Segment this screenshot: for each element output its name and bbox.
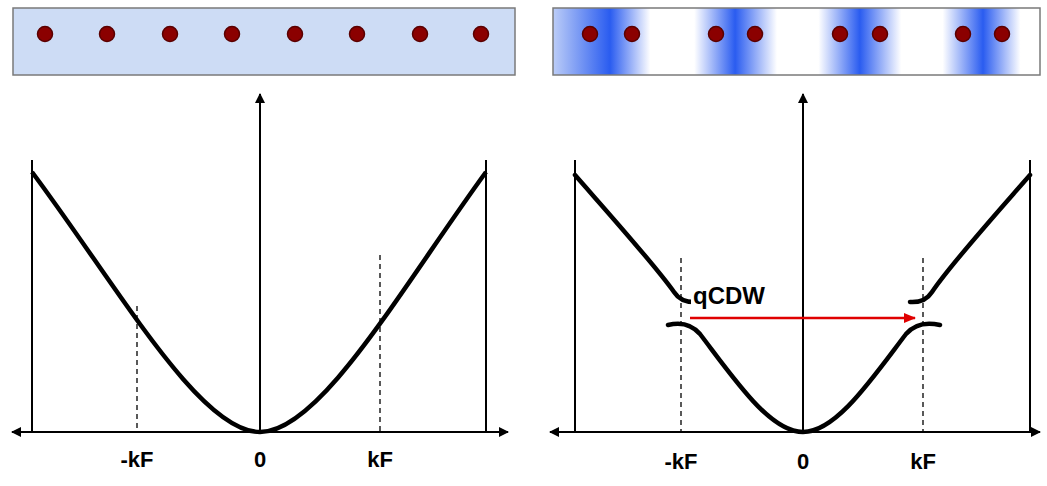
axis-label: kF	[367, 449, 393, 471]
axis-label: -kF	[665, 451, 698, 473]
axis-label: -kF	[121, 449, 154, 471]
axis-label: kF	[910, 451, 936, 473]
axis-label: 0	[254, 449, 266, 471]
axis-label: 0	[797, 451, 809, 473]
wavevector-label: qCDW	[691, 284, 767, 308]
